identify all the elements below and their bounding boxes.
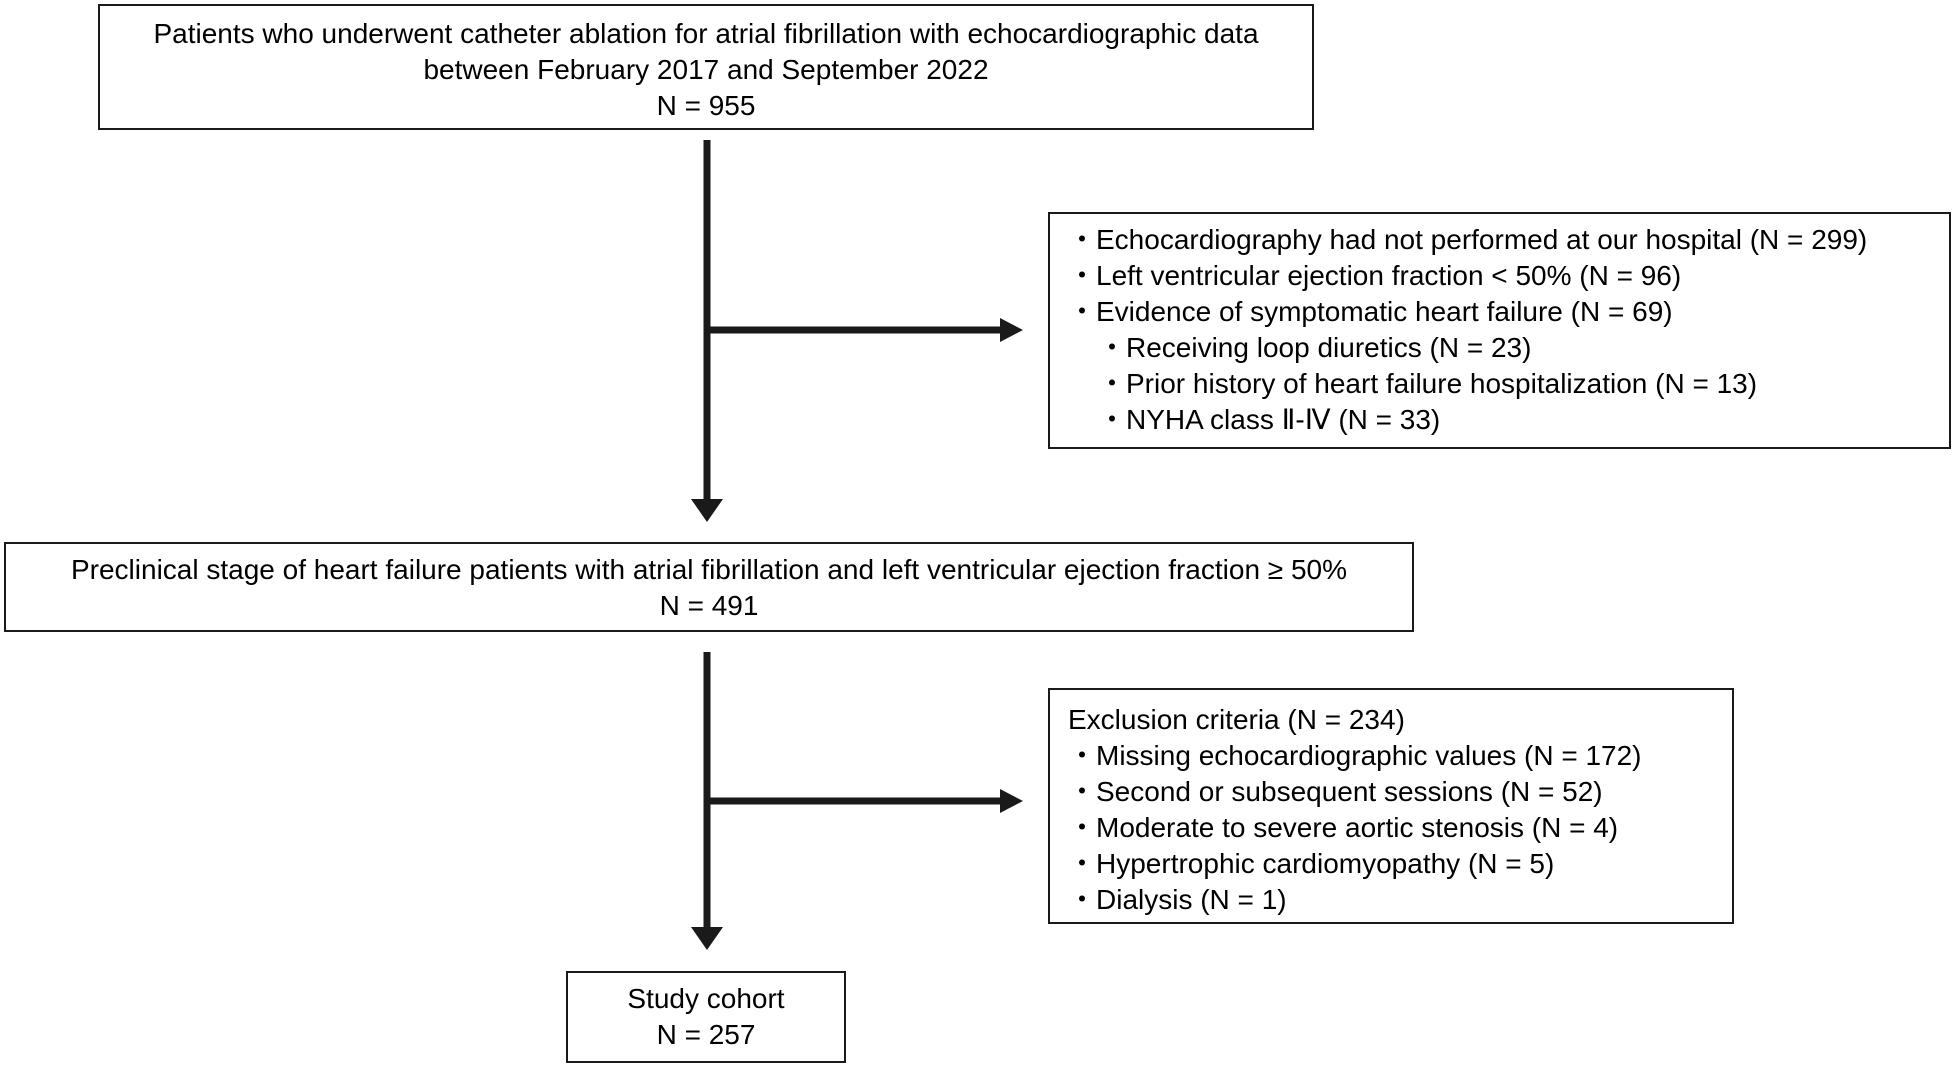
arrow-main-1-head — [691, 499, 723, 522]
initial-cohort-count: N = 955 — [656, 90, 756, 121]
preclinical-count: N = 491 — [659, 590, 759, 621]
exclusion-criteria-header: Exclusion criteria (N = 234) — [1068, 704, 1405, 735]
exclusion-1-item: ・Left ventricular ejection fraction < 50… — [1068, 260, 1682, 291]
exclusion-2-item: ・Moderate to severe aortic stenosis (N =… — [1068, 812, 1619, 843]
arrow-side-2-head — [1000, 789, 1023, 813]
initial-cohort-line-2: between February 2017 and September 2022 — [423, 54, 989, 85]
exclusion-2-item: ・Hypertrophic cardiomyopathy (N = 5) — [1068, 848, 1555, 879]
arrow-side-1-head — [1000, 318, 1023, 342]
initial-cohort-line-1: Patients who underwent catheter ablation… — [153, 18, 1259, 49]
preclinical-line-1: Preclinical stage of heart failure patie… — [70, 554, 1347, 585]
preclinical-box: Preclinical stage of heart failure patie… — [4, 542, 1414, 632]
exclusion-2-item: ・Second or subsequent sessions (N = 52) — [1068, 776, 1603, 807]
initial-cohort-box: Patients who underwent catheter ablation… — [98, 4, 1314, 130]
exclusion-box-2: Exclusion criteria (N = 234) ・Missing ec… — [1048, 688, 1734, 924]
exclusion-1-item: ・Echocardiography had not performed at o… — [1068, 224, 1868, 255]
exclusion-2-item: ・Missing echocardiographic values (N = 1… — [1068, 740, 1642, 771]
exclusion-2-item: ・Dialysis (N = 1) — [1068, 884, 1287, 915]
study-cohort-label: Study cohort — [627, 983, 785, 1014]
exclusion-1-subitem: ・Receiving loop diuretics (N = 23) — [1098, 332, 1532, 363]
exclusion-1-subitem: ・NYHA class Ⅱ-Ⅳ (N = 33) — [1098, 404, 1441, 435]
exclusion-1-subitem: ・Prior history of heart failure hospital… — [1098, 368, 1758, 399]
arrow-main-2-head — [691, 927, 723, 950]
study-cohort-count: N = 257 — [656, 1019, 756, 1050]
exclusion-1-item: ・Evidence of symptomatic heart failure (… — [1068, 296, 1673, 327]
study-cohort-box: Study cohort N = 257 — [566, 971, 846, 1063]
exclusion-box-1: ・Echocardiography had not performed at o… — [1048, 212, 1951, 449]
